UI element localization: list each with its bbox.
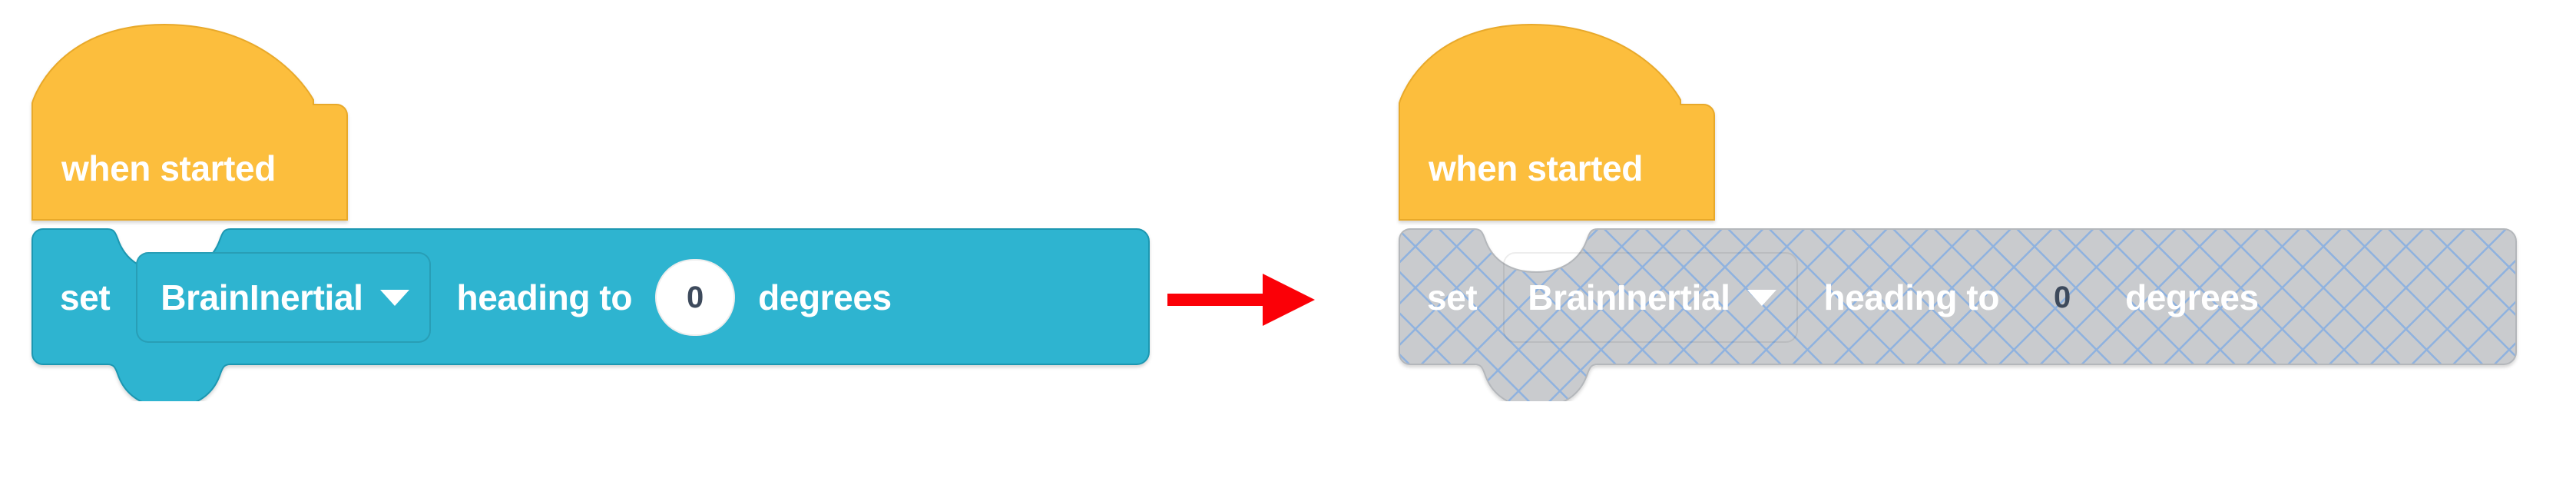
set-keyword: set <box>1427 277 1478 317</box>
hat-block-shape <box>1399 23 1715 221</box>
chevron-down-icon <box>379 289 409 306</box>
transition-arrow <box>1167 274 1315 326</box>
degrees-keyword: degrees <box>2125 277 2259 317</box>
set-heading-row: set BrainInertial heading to 0 degrees <box>1399 229 2259 366</box>
heading-to-keyword: heading to <box>1823 277 2000 317</box>
hat-block-shape <box>31 23 348 221</box>
degrees-keyword: degrees <box>758 277 892 317</box>
heading-to-keyword: heading to <box>456 277 633 317</box>
when-started-block[interactable]: when started <box>1399 23 1722 231</box>
set-heading-block[interactable]: set BrainInertial heading to 0 degrees <box>1399 228 2536 401</box>
when-started-label: when started <box>61 148 276 188</box>
disabled-script: when started set <box>1399 23 2536 401</box>
heading-value-input[interactable]: 0 <box>655 259 736 336</box>
chevron-down-icon <box>1747 289 1776 306</box>
device-dropdown-label: BrainInertial <box>161 277 363 317</box>
device-dropdown[interactable]: BrainInertial <box>1503 252 1798 343</box>
when-started-label: when started <box>1429 148 1643 188</box>
heading-value-text: 0 <box>2054 280 2071 314</box>
statement-block-shape-disabled <box>1399 228 2517 401</box>
heading-value-input[interactable]: 0 <box>2022 259 2102 336</box>
heading-value-text: 0 <box>687 280 704 314</box>
set-heading-block[interactable]: set BrainInertial heading to 0 degrees <box>31 228 1169 401</box>
device-dropdown-label: BrainInertial <box>1528 277 1730 317</box>
when-started-block[interactable]: when started <box>31 23 355 231</box>
enabled-script: when started set BrainInertial <box>31 23 1169 401</box>
set-heading-row: set BrainInertial heading to 0 degrees <box>32 229 892 366</box>
set-keyword: set <box>60 277 111 317</box>
device-dropdown[interactable]: BrainInertial <box>136 252 431 343</box>
